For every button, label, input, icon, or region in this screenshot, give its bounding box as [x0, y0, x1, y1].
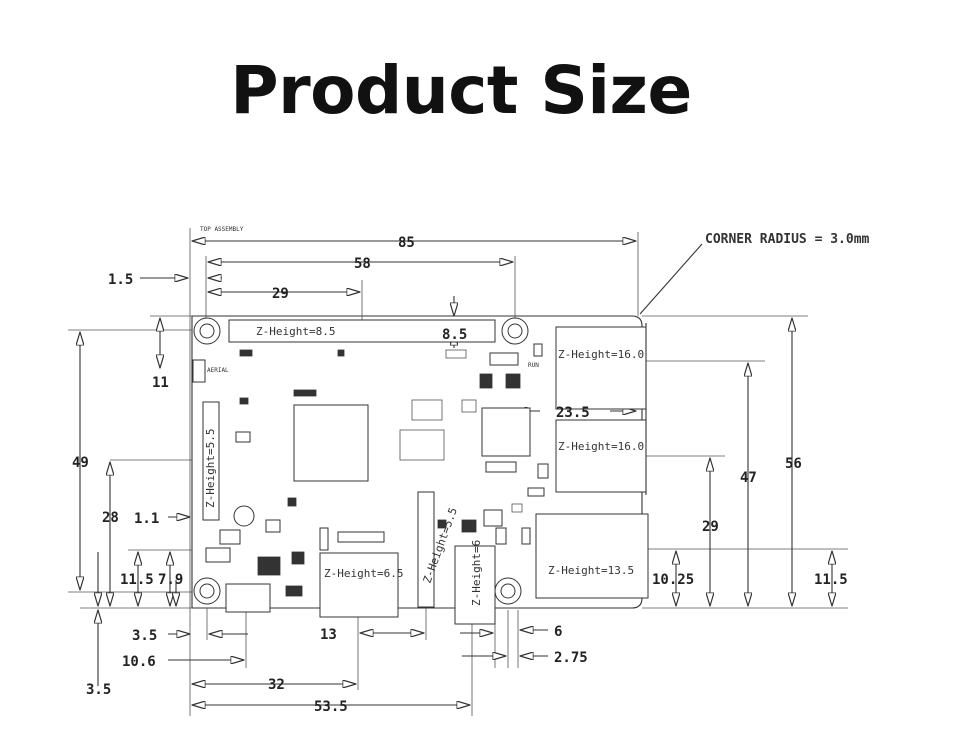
dim-3-5-a: 3.5 [132, 628, 157, 644]
page-title: Product Size [230, 52, 692, 129]
gpio-header [228, 319, 496, 343]
dim-11-5-left: 11.5 [120, 572, 154, 588]
audio-jack [454, 545, 496, 625]
dim-7-9: 7.9 [158, 572, 183, 588]
soc-chip [293, 404, 369, 482]
usb-port-mid [555, 419, 647, 493]
dim-49: 49 [72, 455, 89, 471]
ethernet-port [535, 513, 649, 599]
small-chip [489, 352, 519, 366]
dim-1-1: 1.1 [134, 511, 159, 527]
dim-23-5: 23.5 [556, 405, 590, 421]
dim-85: 85 [398, 235, 415, 251]
usb-mid-z-height: Z-Height=16.0 [558, 440, 644, 453]
dim-56: 56 [785, 456, 802, 472]
dim-10-25: 10.25 [652, 572, 694, 588]
dimension-values: 85 58 29 1.5 8.5 11 49 28 1.1 11.5 7.9 3… [72, 235, 848, 715]
dim-10-6: 10.6 [122, 654, 156, 670]
dim-29-right: 29 [702, 519, 719, 535]
aerial-label: AERIAL [207, 367, 229, 374]
dim-32: 32 [268, 677, 285, 693]
audio-z-height: Z-Height=6 [470, 540, 483, 606]
dim-13: 13 [320, 627, 337, 643]
gpio-z-height: Z-Height=8.5 [256, 325, 335, 338]
dim-11-5-right: 11.5 [814, 572, 848, 588]
hdmi-z-height: Z-Height=6.5 [324, 567, 403, 580]
display-connector [202, 401, 220, 521]
dim-8-5: 8.5 [442, 327, 467, 343]
dim-6: 6 [554, 624, 562, 640]
dim-11: 11 [152, 375, 169, 391]
dim-1-5: 1.5 [108, 272, 133, 288]
dimension-arrows [80, 241, 832, 705]
ethernet-z-height: Z-Height=13.5 [548, 564, 634, 577]
run-label: RUN [528, 362, 539, 369]
usb-top-z-height: Z-Height=16.0 [558, 348, 644, 361]
extension-lines [68, 228, 848, 716]
small-components [205, 343, 549, 597]
mounting-holes [193, 317, 529, 605]
hdmi-port [319, 552, 399, 618]
usb-controller-chip [481, 407, 531, 457]
dim-29-top: 29 [272, 286, 289, 302]
dim-3-5-b: 3.5 [86, 682, 111, 698]
dim-28: 28 [102, 510, 119, 526]
corner-radius-label: CORNER RADIUS = 3.0mm [705, 232, 870, 247]
dim-53-5: 53.5 [314, 699, 348, 715]
aerial-connector [192, 359, 206, 383]
top-assembly-label: TOP ASSEMBLY [200, 226, 244, 233]
camera-connector [417, 491, 435, 608]
dim-58: 58 [354, 256, 371, 272]
power-connector [225, 583, 271, 613]
dim-2-75: 2.75 [554, 650, 588, 666]
usb-port-top [555, 326, 647, 410]
display-z-height: Z-Height=5.5 [204, 429, 217, 508]
dim-47: 47 [740, 470, 757, 486]
